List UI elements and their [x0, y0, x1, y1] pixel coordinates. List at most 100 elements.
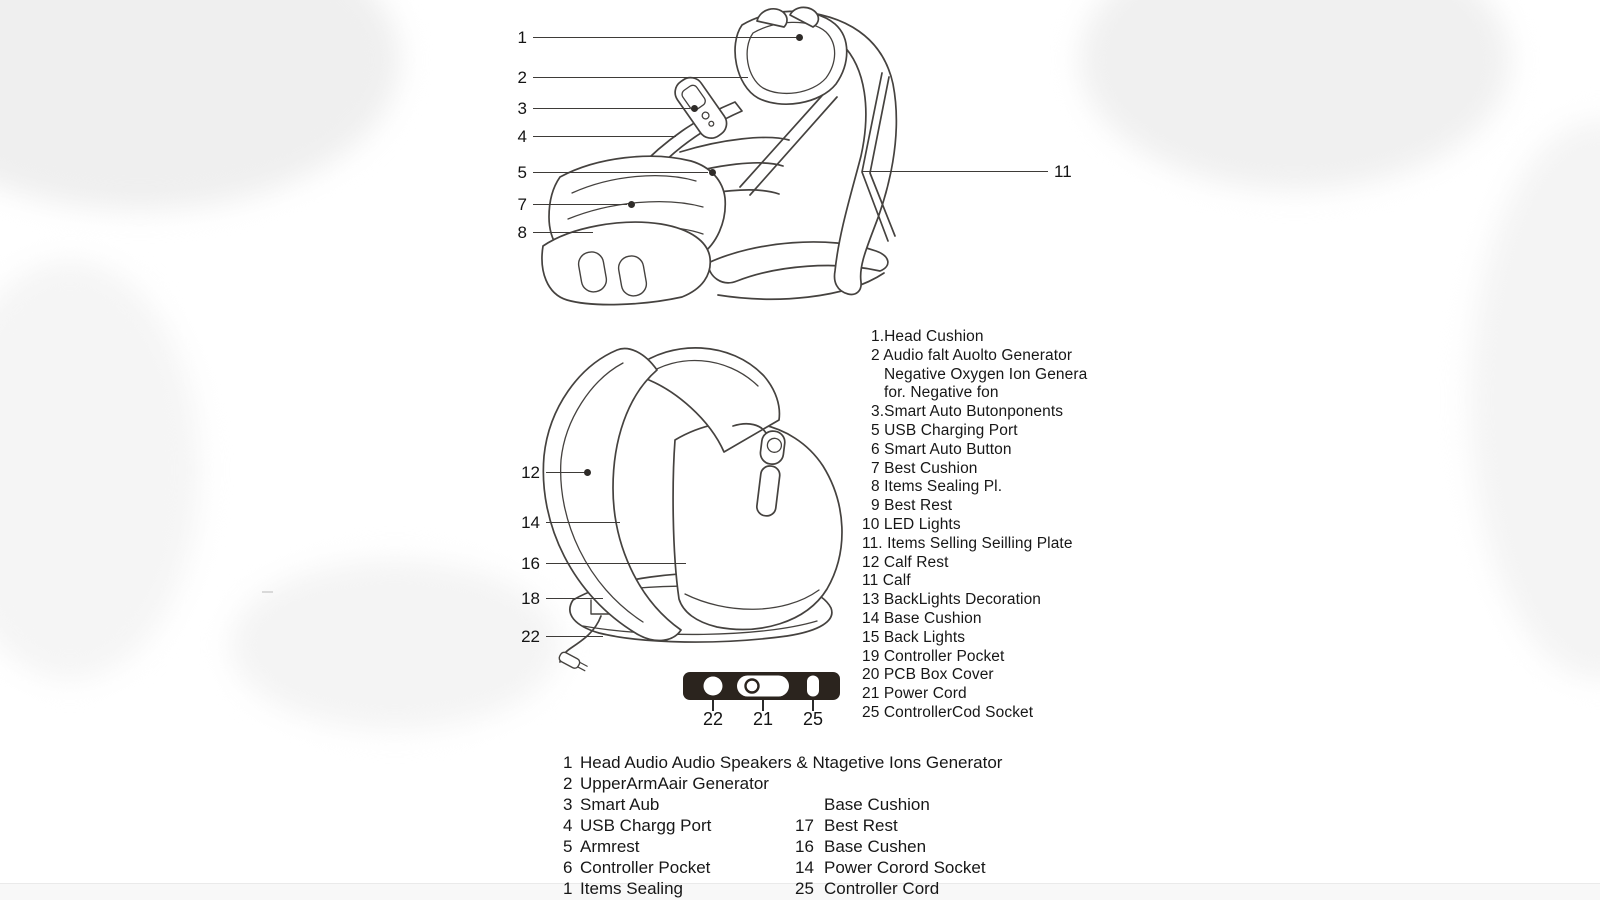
- parts-list-item: 11. Items Selling Seilling Plate: [862, 534, 1073, 552]
- page-shading: [1080, 0, 1510, 190]
- power-plug: [558, 651, 588, 672]
- part-name: Base Cushen: [824, 837, 927, 856]
- page-shading: [1470, 120, 1600, 680]
- part-name: Base Cushion: [824, 795, 930, 814]
- parts-list-item: 2 Audio falt Auolto Generator: [871, 346, 1073, 364]
- parts-list-item: 2 UpperArmAair Generator: [563, 773, 1002, 794]
- callout-11-label: 11: [1054, 162, 1072, 181]
- part-number: 16: [795, 837, 814, 856]
- callout-4-label: 4: [517, 127, 527, 146]
- parts-list-item: 19 Controller Pocket: [862, 647, 1005, 665]
- part-name: Armrest: [580, 837, 640, 856]
- callout-1-line: [533, 37, 797, 38]
- callout-1-label: 1: [517, 28, 527, 47]
- callout-3-label: 3: [517, 99, 527, 118]
- cord-hole: [703, 676, 723, 696]
- part-number: 4: [563, 816, 573, 835]
- page-shading: [0, 260, 200, 680]
- parts-list-item: 9 Best Rest: [871, 497, 953, 515]
- parts-list-item: 4 USB Chargg Port: [563, 815, 1002, 836]
- parts-list-item: 8 Items Sealing Pl.: [871, 478, 1003, 496]
- seat-body: [672, 421, 843, 631]
- footrest-slot: [577, 251, 608, 293]
- page-shading: [0, 0, 400, 210]
- parts-list-item: 3.Smart Auto Butonponents: [871, 403, 1064, 421]
- callout-5-line: [533, 172, 708, 173]
- panel-label-25: 25: [802, 709, 824, 729]
- parts-list-item: 17 Best Rest: [795, 815, 986, 836]
- part-name: Power Corord Socket: [824, 858, 986, 877]
- parts-list-item: 1.Head Cushion: [871, 328, 984, 345]
- remote-strap: [732, 423, 767, 434]
- parts-list-item: 5 Armrest: [563, 836, 1002, 857]
- parts-list-item: 16 Base Cushen: [795, 836, 986, 857]
- panel-label-21: 21: [752, 709, 774, 729]
- part-number: 1: [563, 879, 573, 898]
- part-number: 14: [795, 858, 814, 877]
- parts-list-item: Negative Oxygen Ion Genera: [884, 365, 1088, 383]
- callout-22-line: [546, 636, 603, 637]
- callout-22-label: 22: [521, 627, 540, 646]
- callout-2-line: [533, 77, 748, 78]
- part-name: Best Rest: [824, 816, 898, 835]
- power-socket-pin: [744, 678, 760, 694]
- chair-base-edge: [717, 272, 885, 300]
- callout-18-label: 18: [521, 589, 540, 608]
- panel-tick-21: [762, 700, 764, 711]
- callout-7-label: 7: [517, 195, 527, 214]
- callout-8-label: 8: [517, 223, 527, 242]
- callout-16-line: [546, 563, 686, 564]
- callout-12-line: [546, 472, 586, 473]
- callout-5-dot: [709, 169, 716, 176]
- parts-list-item: 10 LED Lights: [862, 515, 961, 533]
- callout-3-line: [533, 108, 690, 109]
- parts-list-right: 1.Head Cushion 2 Audio falt Auolto Gener…: [862, 328, 1092, 723]
- parts-list-item: 25 Controller Cord: [795, 878, 986, 899]
- remote-control: [674, 76, 728, 139]
- part-name: Controller Pocket: [580, 858, 711, 877]
- callout-11-line: [862, 171, 1048, 172]
- side-panel-crease: [869, 76, 896, 237]
- part-number: 2: [563, 774, 573, 793]
- parts-list-item: 25 ControllerCod Socket: [862, 703, 1034, 721]
- frame-rail: [749, 96, 838, 196]
- controller-socket: [807, 675, 819, 697]
- page-speck: [262, 591, 273, 593]
- panel-label-22: 22: [702, 709, 724, 729]
- parts-list-item: for. Negative fon: [884, 384, 999, 402]
- callout-8-line: [533, 232, 593, 233]
- parts-list-item: 12 Calf Rest: [862, 553, 949, 571]
- side-panel-crease: [861, 72, 889, 242]
- parts-list-item: 21 Power Cord: [862, 685, 967, 703]
- callout-3-dot: [691, 105, 698, 112]
- chair-rear-view-drawing: [542, 347, 843, 672]
- callout-18-line: [546, 598, 603, 599]
- speaker-pod: [789, 6, 820, 28]
- parts-list-item: 11 Calf: [862, 572, 911, 590]
- parts-list-item: 14 Base Cushion: [862, 609, 982, 627]
- part-name: Head Audio Audio Speakers & Ntagetive Io…: [580, 753, 1003, 772]
- headrest: [734, 10, 848, 105]
- seat-band: [679, 136, 790, 153]
- panel-tick-22: [712, 700, 714, 711]
- parts-list-item: Base Cushion: [795, 794, 986, 815]
- callout-16-label: 16: [521, 554, 540, 573]
- speaker-pod: [756, 8, 788, 28]
- callout-5-label: 5: [517, 163, 527, 182]
- part-number: 5: [563, 837, 573, 856]
- connector-panel-drawing: [683, 672, 840, 700]
- hanging-remote: [756, 430, 786, 517]
- leg-massager-line: [571, 175, 697, 194]
- callout-7-dot: [628, 201, 635, 208]
- frame-rail: [739, 88, 829, 188]
- part-number: 3: [563, 795, 573, 814]
- part-number: 6: [563, 858, 573, 877]
- chair-side-view-drawing: [541, 6, 898, 306]
- parts-list-item: 6 Smart Auto Button: [871, 440, 1012, 458]
- callout-14-label: 14: [521, 513, 540, 532]
- parts-list-bottom-left: 1 Head Audio Audio Speakers & Ntagetive …: [563, 752, 1002, 899]
- parts-list-item: 5 USB Charging Port: [871, 421, 1018, 439]
- part-name: UpperArmAair Generator: [580, 774, 769, 793]
- callout-7-line: [533, 204, 627, 205]
- callout-14-line: [546, 522, 620, 523]
